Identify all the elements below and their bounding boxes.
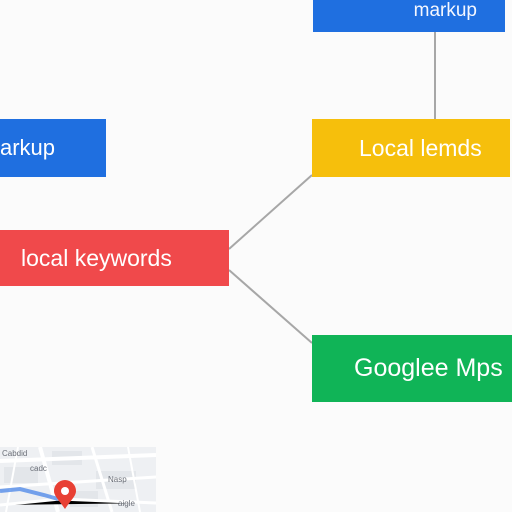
node-markup-top[interactable]: markup: [313, 0, 505, 32]
map-label-3: Nasp: [108, 475, 127, 484]
node-google-mps-label: Googlee Mps: [354, 354, 503, 382]
node-local-keywords-label: local keywords: [21, 244, 172, 271]
map-label-2: cadc: [30, 464, 47, 473]
node-google-mps[interactable]: Googlee Mps: [312, 335, 512, 402]
connector-keywords-to-google-mps: [228, 269, 313, 344]
node-local-keywords[interactable]: local keywords: [0, 230, 229, 286]
node-markup-left-label: arkup: [0, 135, 56, 160]
node-markup-top-label: markup: [413, 0, 477, 21]
map-label-1: Cabdid: [2, 449, 28, 458]
map-pin-icon: [54, 480, 76, 509]
map-thumbnail-graphic: [0, 447, 156, 512]
map-thumbnail[interactable]: Cabdid cadc Nasp aigle: [0, 447, 156, 512]
node-markup-left[interactable]: arkup: [0, 119, 106, 177]
node-local-lemds-label: Local lemds: [359, 134, 482, 161]
connector-keywords-to-local-lemds: [228, 174, 313, 250]
node-local-lemds[interactable]: Local lemds: [312, 119, 510, 177]
map-label-4: aigle: [118, 499, 135, 508]
